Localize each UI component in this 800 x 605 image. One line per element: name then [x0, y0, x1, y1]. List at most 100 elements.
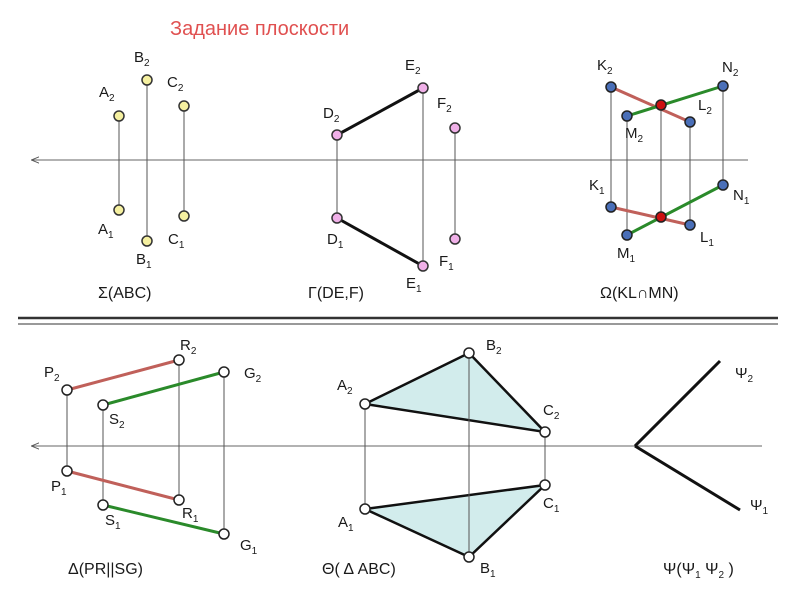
caption-delta: Δ(PR||SG) [68, 561, 143, 578]
segment-d2e2 [336, 86, 424, 137]
point-s2 [97, 399, 109, 411]
caption-sigma: Σ(ABC) [98, 285, 151, 302]
point-b1 [141, 235, 153, 247]
label-tb2: B2 [486, 337, 502, 357]
segment-m2n2 [626, 84, 724, 118]
label-c1: C1 [168, 231, 185, 251]
delta-pr-sg-diagram: P2 R2 G2 S2 P1 R1 S1 G1 Δ(PR||SG) [44, 337, 262, 578]
trace-psi2 [633, 359, 722, 448]
label-b1: B1 [136, 251, 152, 271]
segment-p2r2 [66, 358, 180, 392]
psi-trace-diagram: Ψ2 Ψ1 Ψ(Ψ1 Ψ2 ) [633, 359, 769, 581]
label-s2: S2 [109, 411, 125, 431]
label-a1: A1 [98, 221, 114, 241]
label-tc1: C1 [543, 495, 560, 515]
triangle-a1b1c1 [360, 483, 549, 559]
point-p2 [61, 384, 73, 396]
point-b2 [141, 74, 153, 86]
segment-m1n1 [626, 183, 724, 237]
point-tb1 [463, 551, 475, 563]
caption-gamma: Γ(DE,F) [308, 285, 364, 302]
label-b2: B2 [134, 49, 150, 69]
point-s1 [97, 499, 109, 511]
point-n2 [717, 80, 729, 92]
point-c1 [178, 210, 190, 222]
theta-triangle-diagram: A2 B2 C2 A1 B1 C1 Θ( Δ ABC) [322, 337, 560, 580]
segment-k2l2 [610, 85, 691, 124]
label-m2: M2 [625, 125, 644, 145]
label-n1: N1 [733, 187, 750, 207]
label-e1: E1 [406, 275, 422, 295]
label-s1: S1 [105, 512, 121, 532]
label-l2: L2 [698, 97, 712, 117]
label-d2: D2 [323, 105, 340, 125]
point-intersection-2 [655, 99, 667, 111]
label-p2: P2 [44, 364, 60, 384]
label-tc2: C2 [543, 402, 560, 422]
point-ta1 [359, 503, 371, 515]
point-g2 [218, 366, 230, 378]
label-n2: N2 [722, 59, 739, 79]
point-a2 [113, 110, 125, 122]
label-c2: C2 [167, 74, 184, 94]
point-l2 [684, 116, 696, 128]
point-p1 [61, 465, 73, 477]
point-k1 [605, 201, 617, 213]
label-f2: F2 [437, 95, 452, 115]
label-psi2: Ψ2 [735, 365, 754, 385]
label-d1: D1 [327, 231, 344, 251]
segment-s1g1 [102, 503, 225, 536]
point-k2 [605, 81, 617, 93]
label-tb1: B1 [480, 560, 496, 580]
label-g2: G2 [244, 365, 262, 385]
segment-d1e1 [336, 216, 424, 268]
gamma-def-diagram: D2 E2 F2 D1 E1 F1 Γ(DE,F) [308, 57, 461, 302]
point-tb2 [463, 347, 475, 359]
point-l1 [684, 219, 696, 231]
point-g1 [218, 528, 230, 540]
sigma-abc-diagram: A2 B2 C2 A1 B1 C1 Σ(ABC) [98, 49, 190, 302]
point-m2 [621, 110, 633, 122]
segment-s2g2 [102, 370, 225, 407]
point-e1 [417, 260, 429, 272]
segment-k1l1 [610, 205, 691, 227]
label-ta2: A2 [337, 377, 353, 397]
triangle-a2b2c2 [360, 351, 549, 434]
label-f1: F1 [439, 253, 454, 273]
point-ta2 [359, 398, 371, 410]
label-k1: K1 [589, 177, 605, 197]
caption-theta: Θ( Δ ABC) [322, 561, 396, 578]
label-k2: K2 [597, 57, 613, 77]
point-d2 [331, 129, 343, 141]
point-m1 [621, 229, 633, 241]
omega-klmn-diagram: K2 N2 M2 L2 K1 N1 M1 L1 Ω(KL∩MN) [589, 57, 750, 302]
point-e2 [417, 82, 429, 94]
label-g1: G1 [240, 537, 258, 557]
point-a1 [113, 204, 125, 216]
point-f2 [449, 122, 461, 134]
label-m1: M1 [617, 245, 636, 265]
point-c2 [178, 100, 190, 112]
label-a2: A2 [99, 84, 115, 104]
point-tc1 [539, 479, 551, 491]
point-intersection-1 [655, 211, 667, 223]
point-d1 [331, 212, 343, 224]
label-r1: R1 [182, 505, 199, 525]
label-e2: E2 [405, 57, 421, 77]
label-p1: P1 [51, 478, 67, 498]
point-tc2 [539, 426, 551, 438]
trace-psi1 [634, 444, 741, 512]
point-r2 [173, 354, 185, 366]
caption-psi: Ψ(Ψ1 Ψ2 ) [663, 561, 734, 581]
point-r1 [173, 494, 185, 506]
page-title: Задание плоскости [170, 18, 349, 40]
caption-omega: Ω(KL∩MN) [600, 285, 679, 302]
point-f1 [449, 233, 461, 245]
segment-p1r1 [66, 469, 180, 502]
label-r2: R2 [180, 337, 197, 357]
label-psi1: Ψ1 [750, 497, 769, 517]
label-l1: L1 [700, 229, 714, 249]
point-n1 [717, 179, 729, 191]
